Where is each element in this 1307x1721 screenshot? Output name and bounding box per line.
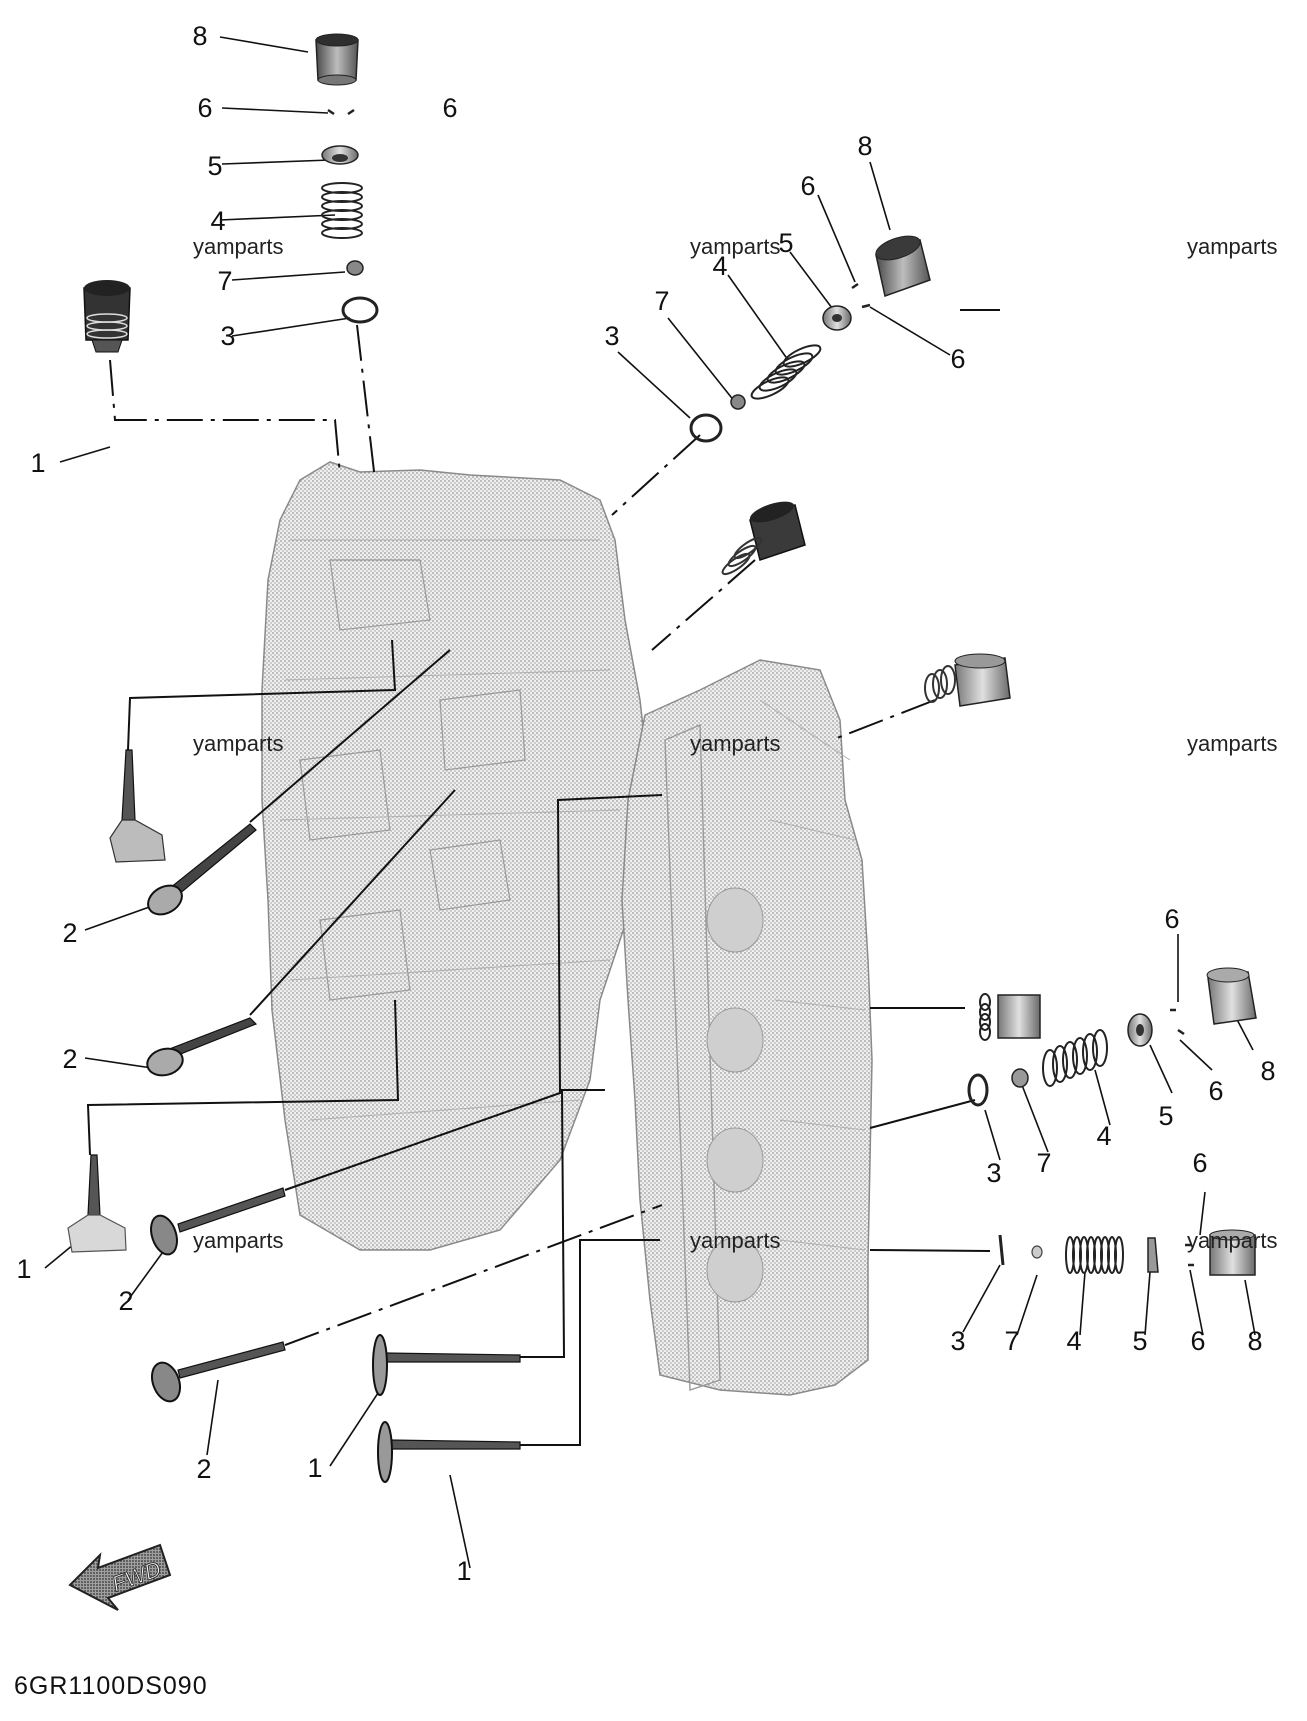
- valve-lifter-8-bottom: [1209, 1229, 1256, 1276]
- callout-label: 8: [1247, 1326, 1262, 1356]
- callout-label: 4: [1096, 1121, 1111, 1151]
- callout-label: 6: [442, 93, 457, 123]
- spring-seat-3-right-middle: [967, 1073, 989, 1107]
- valve-retainer-5-top: [321, 145, 359, 165]
- stem-seal-7-right-middle: [1011, 1068, 1029, 1088]
- callout-label: 2: [118, 1286, 133, 1316]
- stem-seal-7-top: [346, 260, 364, 276]
- callout-label: 5: [207, 151, 222, 181]
- callout-label: 5: [1132, 1326, 1147, 1356]
- cylinder-head-left: [261, 461, 651, 1251]
- callout-label: 2: [62, 1044, 77, 1074]
- spring-seat-3-bottom: [998, 1234, 1005, 1266]
- valve-retainer-5-right-middle: [1127, 1013, 1153, 1047]
- valve-spring-4-right-middle: [1042, 1029, 1108, 1087]
- valve-retainer-5-bottom: [1147, 1237, 1159, 1273]
- intake-valve-1-c: [372, 1334, 521, 1396]
- diagram-code: 6GR1100DS090: [14, 1672, 208, 1700]
- valve-lifter-8-right-middle: [1206, 967, 1257, 1025]
- watermark-4: yamparts: [193, 731, 284, 756]
- callout-label: 6: [800, 171, 815, 201]
- intake-valve-1-d: [377, 1421, 521, 1483]
- callout-label: 6: [1190, 1326, 1205, 1356]
- leader-lines: [86, 309, 1000, 1446]
- watermark-8: yamparts: [690, 1228, 781, 1253]
- callout-label: 7: [654, 286, 669, 316]
- intake-valve-1-a: [109, 749, 166, 863]
- callout-label: 7: [1036, 1148, 1051, 1178]
- callout-label: 4: [1066, 1326, 1081, 1356]
- spring-seat-3-top: [341, 296, 379, 324]
- cylinder-head-right: [621, 659, 873, 1396]
- callout-label: 2: [196, 1454, 211, 1484]
- intake-valve-1-b: [67, 1154, 127, 1253]
- watermark-7: yamparts: [193, 1228, 284, 1253]
- exhaust-valve-2-b: [146, 1017, 258, 1077]
- spring-seat-3-upper-right: [689, 413, 723, 443]
- lifter-assembly-left: [83, 280, 131, 353]
- callout-label: 6: [1164, 904, 1179, 934]
- watermark-3: yamparts: [1187, 234, 1278, 259]
- callout-label: 6: [950, 344, 965, 374]
- watermark-9: yamparts: [1187, 1228, 1278, 1253]
- callout-label: 1: [16, 1254, 31, 1284]
- valve-spring-4-upper-right: [750, 344, 822, 400]
- watermark-5: yamparts: [690, 731, 781, 756]
- fwd-arrow-icon: FWD: [68, 1543, 172, 1611]
- valve-cotter-6-top: [327, 108, 355, 116]
- lifter-assembly-center: [721, 501, 806, 576]
- callout-label: 3: [986, 1158, 1001, 1188]
- valve-retainer-5-upper-right: [822, 305, 852, 331]
- callout-label: 6: [1192, 1148, 1207, 1178]
- callout-label: 4: [210, 206, 225, 236]
- callout-label: 1: [456, 1556, 471, 1586]
- valve-cotter-6-upper-right: [851, 282, 871, 309]
- exhaust-valve-2-c: [150, 1187, 286, 1256]
- callout-label: 6: [197, 93, 212, 123]
- watermark-2: yamparts: [690, 234, 781, 259]
- callout-label: 2: [62, 918, 77, 948]
- callout-label: 4: [712, 251, 727, 281]
- callout-label: 8: [857, 131, 872, 161]
- callout-label: 7: [1004, 1326, 1019, 1356]
- callout-label: 5: [1158, 1101, 1173, 1131]
- exhaust-valve-2-d: [150, 1341, 286, 1403]
- callout-label: 1: [307, 1453, 322, 1483]
- stem-seal-7-upper-right: [730, 394, 746, 410]
- valve-lifter-8-upper-right: [875, 235, 931, 297]
- callout-label: 1: [30, 448, 45, 478]
- callout-label: 3: [604, 321, 619, 351]
- callout-label: 7: [217, 266, 232, 296]
- callout-label: 6: [1208, 1076, 1223, 1106]
- callout-label: 8: [192, 21, 207, 51]
- valve-spring-4-top: [321, 182, 363, 239]
- valve-cotter-6-right-middle: [1170, 1008, 1185, 1036]
- stem-seal-7-bottom: [1031, 1245, 1043, 1259]
- watermark-1: yamparts: [193, 234, 284, 259]
- callout-label: 3: [220, 321, 235, 351]
- valve-lifter-8-top: [315, 33, 359, 86]
- callout-pointers: [44, 36, 1256, 1569]
- valve-spring-4-bottom: [1065, 1236, 1124, 1274]
- lifter-assembly-right-middle: [979, 993, 1041, 1041]
- lifter-assembly-right: [924, 653, 1011, 707]
- valve-cotter-6-bottom: [1185, 1243, 1194, 1267]
- callout-label: 5: [778, 228, 793, 258]
- exhaust-valve-2-a: [147, 823, 257, 916]
- callout-label: 8: [1260, 1056, 1275, 1086]
- watermark-6: yamparts: [1187, 731, 1278, 756]
- callout-label: 3: [950, 1326, 965, 1356]
